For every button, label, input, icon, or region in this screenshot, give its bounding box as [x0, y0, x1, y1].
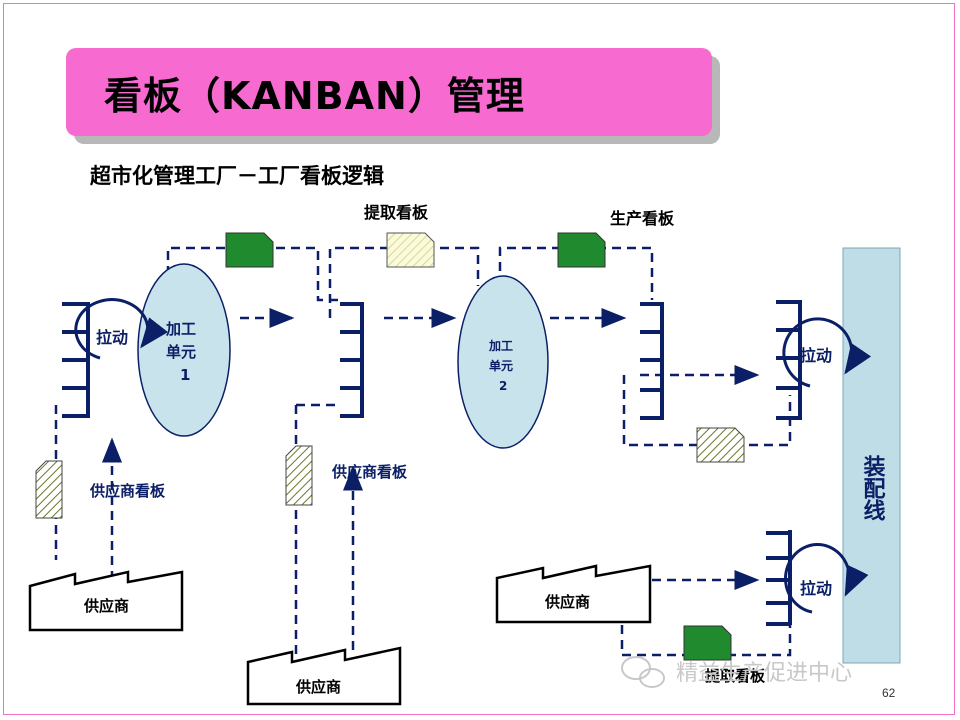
- title-banner: 看板（KANBAN）管理: [66, 48, 712, 136]
- pull-loop-icon: [782, 317, 872, 388]
- store-rack: [640, 302, 664, 420]
- page-title: 看板（KANBAN）管理: [104, 73, 525, 118]
- cell-1-label: 单元: [166, 343, 196, 361]
- production-kanban-card: [225, 232, 274, 268]
- supplier-factory: [28, 570, 184, 632]
- assembly-line-bar: [842, 247, 901, 664]
- cell-2-label: 单元: [489, 358, 513, 373]
- store-rack: [62, 302, 90, 418]
- processing-cell-2: [457, 275, 549, 449]
- supplier-factory: [495, 564, 652, 624]
- processing-cell-1: [137, 263, 231, 437]
- supplier-label: 供应商: [295, 678, 341, 696]
- store-rack: [766, 530, 792, 626]
- supplier-kanban-card: [35, 460, 63, 519]
- supplier-kanban-label: 供应商看板: [331, 463, 408, 481]
- cell-2-label: 加工: [488, 338, 513, 353]
- supplier-factory: [246, 646, 402, 706]
- pull-label: 拉动: [800, 579, 832, 598]
- pull-label: 拉动: [96, 328, 128, 347]
- production-kanban-label: 生产看板: [610, 209, 675, 228]
- withdrawal-kanban-card: [696, 427, 745, 463]
- supplier-label: 供应商: [83, 597, 129, 615]
- supplier-kanban-card: [285, 445, 313, 506]
- page-number: 62: [882, 686, 896, 700]
- wechat-icon: [621, 656, 665, 688]
- diagram-subtitle: 超市化管理工厂－工厂看板逻辑: [90, 164, 384, 188]
- cell-2-label: 2: [499, 379, 507, 393]
- pull-loop-icon: [74, 298, 169, 360]
- slide-frame: [3, 3, 955, 715]
- supplier-kanban-label: 供应商看板: [89, 482, 166, 500]
- assembly-line-label: 装配线: [860, 455, 886, 522]
- cell-1-label: 加工: [165, 320, 196, 338]
- watermark-text: 精益生产促进中心: [676, 661, 852, 686]
- production-kanban-card: [557, 232, 606, 268]
- pull-label: 拉动: [800, 346, 832, 365]
- store-rack: [776, 300, 802, 420]
- pull-loop-icon: [784, 543, 869, 614]
- withdrawal-kanban-label: 提取看板: [705, 667, 766, 685]
- production-kanban-card: [683, 625, 732, 661]
- supplier-label: 供应商: [544, 593, 590, 611]
- store-rack: [340, 302, 364, 418]
- withdrawal-kanban-label: 提取看板: [364, 203, 429, 222]
- withdrawal-kanban-card: [386, 232, 435, 268]
- cell-1-label: 1: [180, 366, 190, 384]
